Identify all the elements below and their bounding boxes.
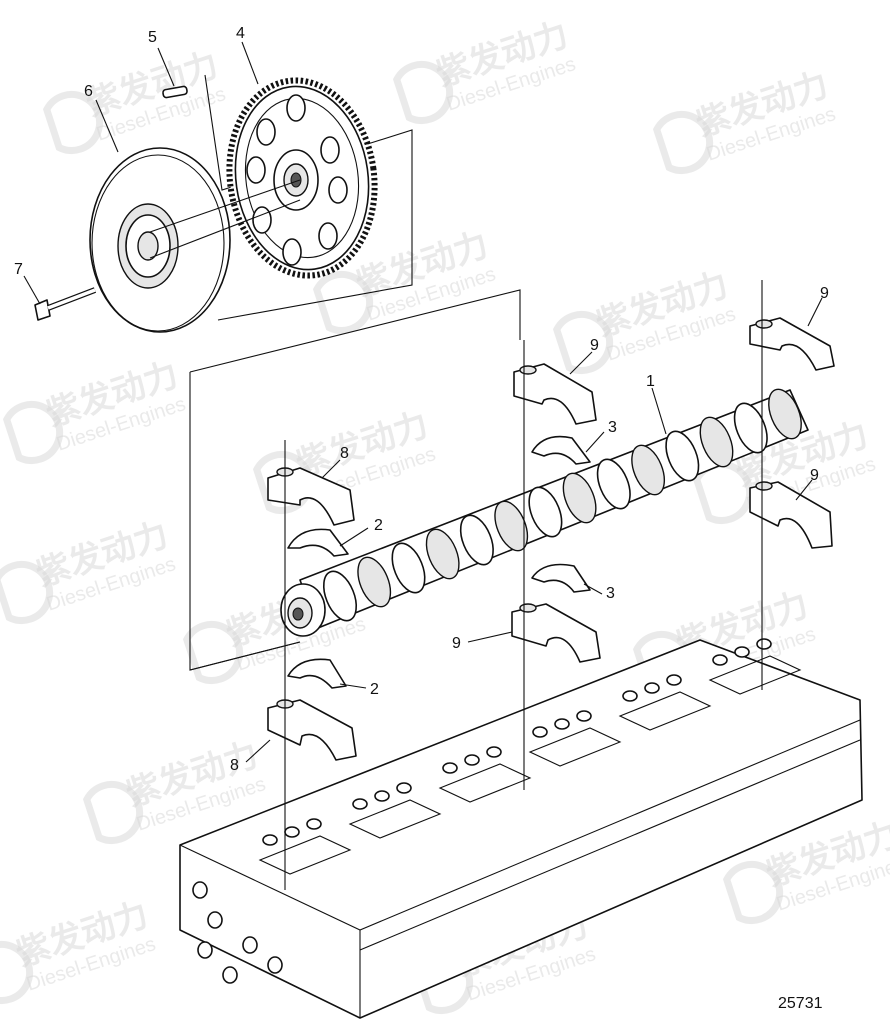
head-bore — [262, 834, 278, 846]
assembly-outline — [189, 289, 521, 671]
side-port — [267, 956, 283, 974]
diesel-engines-logo-icon — [42, 90, 104, 154]
head-bore — [284, 826, 300, 838]
camshaft — [280, 388, 809, 637]
watermark: 紫发动力 Diesel-Engines — [42, 45, 228, 154]
callout-4: 4 — [236, 25, 245, 42]
timing-gear — [204, 74, 413, 321]
head-bore — [666, 674, 682, 686]
head-bore — [374, 790, 390, 802]
watermark: 紫发动力 Diesel-Engines — [0, 895, 158, 1004]
callout-9: 9 — [810, 467, 819, 484]
diesel-engines-logo-icon — [182, 620, 244, 684]
cam-lobe — [322, 570, 358, 622]
diesel-engines-logo-icon — [0, 940, 34, 1004]
drawing-number: 25731 — [778, 995, 823, 1012]
callout-5: 5 — [148, 29, 157, 46]
cam-lobe — [768, 388, 802, 440]
cam-lobe — [562, 472, 597, 524]
callout-8: 8 — [230, 757, 239, 774]
cam-lobe — [733, 402, 768, 454]
bearing-shell — [531, 435, 591, 465]
side-port — [197, 941, 213, 959]
head-bore — [396, 782, 412, 794]
callout-3: 3 — [606, 585, 615, 602]
bearing-cap — [749, 481, 833, 549]
diesel-engines-logo-icon — [652, 110, 714, 174]
head-bore — [352, 798, 368, 810]
bearing-shell — [531, 563, 591, 593]
callout-8: 8 — [340, 445, 349, 462]
cam-lobe — [425, 528, 460, 580]
valve-port — [438, 763, 532, 803]
cam-lobe — [357, 556, 392, 608]
bearing-shell — [287, 528, 349, 557]
watermark: 紫发动力 Diesel-Engines — [552, 265, 738, 374]
cylinder-head — [179, 638, 863, 1019]
callout-3: 3 — [608, 419, 617, 436]
diesel-engines-logo-icon — [392, 60, 454, 124]
diesel-engines-logo-icon — [552, 310, 614, 374]
alignment-lines — [284, 280, 763, 890]
bearing-cap — [511, 603, 601, 663]
diesel-engines-logo-icon — [312, 270, 374, 334]
bearing-cap — [267, 699, 357, 761]
callout-9: 9 — [452, 635, 461, 652]
head-bore — [554, 718, 570, 730]
head-bore — [442, 762, 458, 774]
callout-1: 1 — [646, 373, 655, 390]
side-port — [207, 911, 223, 929]
dowel-pin — [162, 85, 188, 99]
watermark: 紫发动力 Diesel-Engines — [2, 355, 188, 464]
valve-port — [708, 655, 802, 695]
valve-port — [348, 799, 442, 839]
diesel-engines-logo-icon — [82, 780, 144, 844]
side-port — [192, 881, 208, 899]
cam-lobe — [631, 444, 666, 496]
head-bore — [712, 654, 728, 666]
head-bore — [644, 682, 660, 694]
head-bore — [306, 818, 322, 830]
side-port — [222, 966, 238, 984]
valve-port — [528, 727, 622, 767]
valve-port — [258, 835, 352, 875]
head-bore — [464, 754, 480, 766]
bearing-cap — [749, 317, 835, 371]
head-bore — [622, 690, 638, 702]
bolt — [34, 287, 97, 321]
watermark: 紫发动力 Diesel-Engines — [652, 65, 838, 174]
callout-6: 6 — [84, 83, 93, 100]
leader-lines — [23, 41, 823, 763]
callout-9: 9 — [820, 285, 829, 302]
cam-lobe — [665, 430, 700, 482]
cam-lobe — [391, 542, 426, 594]
head-bore — [576, 710, 592, 722]
callout-2: 2 — [370, 681, 379, 698]
diesel-engines-logo-icon — [722, 860, 784, 924]
head-bore — [756, 638, 772, 650]
diesel-engines-logo-icon — [0, 560, 54, 624]
bearing-shell — [287, 658, 347, 689]
watermark: 紫发动力 Diesel-Engines — [392, 15, 578, 124]
vibration-damper — [89, 147, 301, 333]
callout-9: 9 — [590, 337, 599, 354]
head-bore — [734, 646, 750, 658]
cam-lobe — [699, 416, 734, 468]
head-bore — [486, 746, 502, 758]
callout-2: 2 — [374, 517, 383, 534]
watermark: 紫发动力 Diesel-Engines — [0, 515, 178, 624]
callout-7: 7 — [14, 261, 23, 278]
cam-lobe — [528, 486, 563, 538]
callout-labels: 5 4 6 7 1 3 2 3 2 8 8 9 9 9 9 — [14, 25, 829, 774]
diesel-engines-logo-icon — [2, 400, 64, 464]
valve-port — [618, 691, 712, 731]
head-bore — [532, 726, 548, 738]
side-port — [242, 936, 258, 954]
cam-lobe — [596, 458, 631, 510]
cam-lobe — [459, 514, 494, 566]
